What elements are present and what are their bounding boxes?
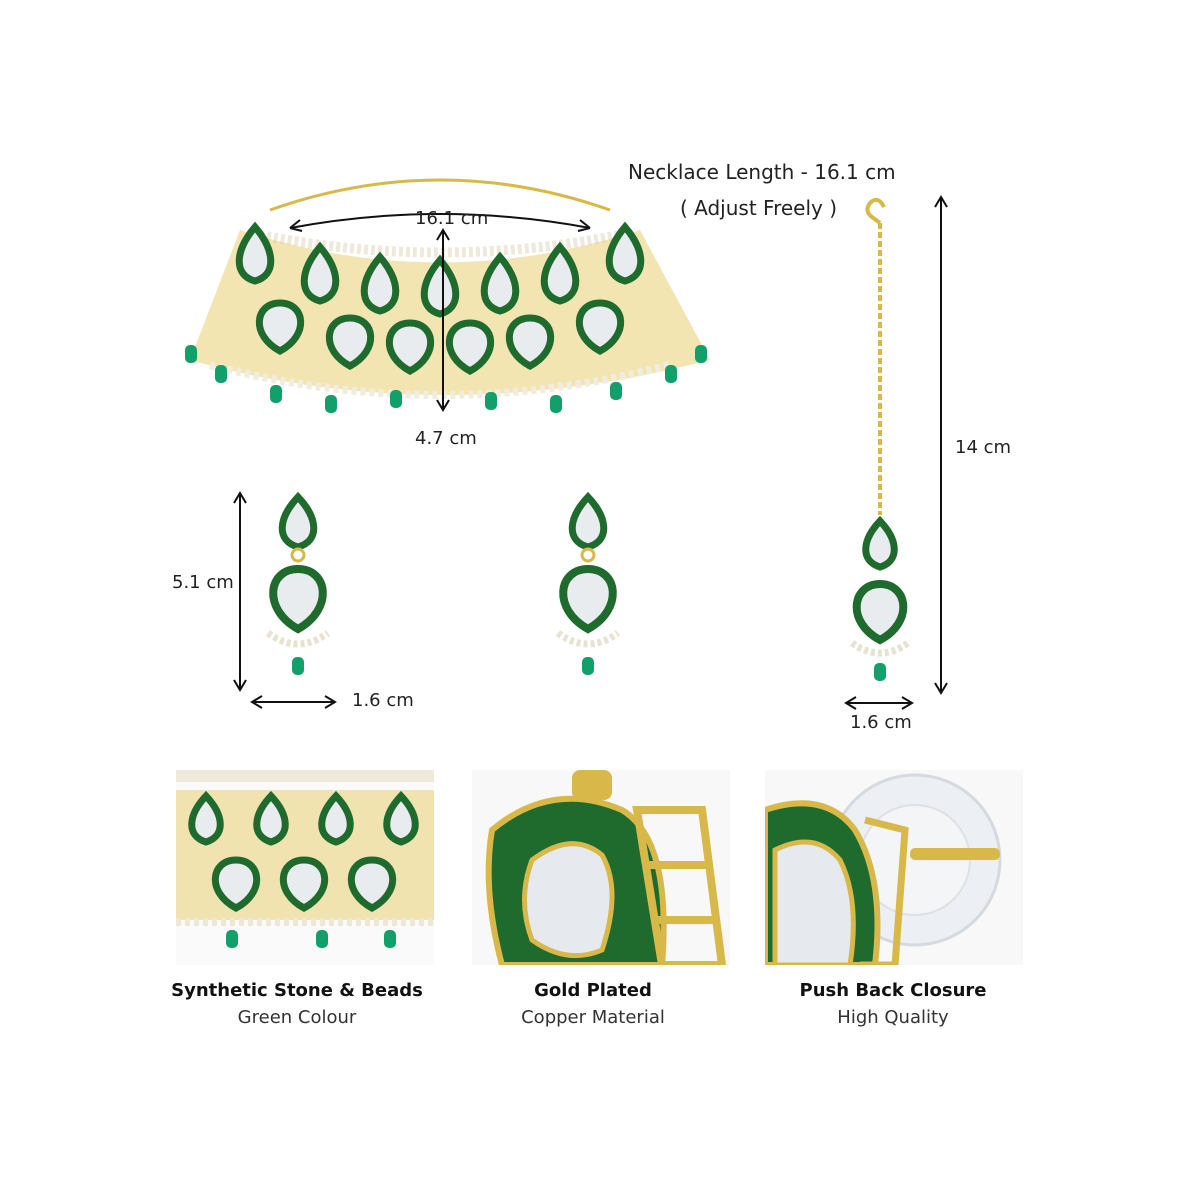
tikka-height-label: 14 cm bbox=[955, 437, 1012, 458]
feature-title: Synthetic Stone & Beads bbox=[171, 980, 423, 1001]
necklace-length-title: Necklace Length - 16.1 cm bbox=[628, 160, 896, 184]
closure-closeup-image bbox=[765, 770, 1023, 965]
necklace-height-label: 4.7 cm bbox=[415, 428, 477, 449]
adjust-note: ( Adjust Freely ) bbox=[680, 196, 838, 220]
earring-image-right bbox=[555, 491, 621, 675]
tikka-width-label: 1.6 cm bbox=[850, 712, 912, 733]
feature-caption-stones: Synthetic Stone & Beads Green Colour bbox=[167, 980, 427, 1028]
feature-title: Gold Plated bbox=[534, 980, 652, 1001]
feature-subtitle: Copper Material bbox=[521, 1007, 665, 1028]
earring-height-label: 5.1 cm bbox=[172, 572, 234, 593]
feature-title: Push Back Closure bbox=[799, 980, 987, 1001]
gold-closeup-image bbox=[472, 770, 730, 965]
feature-caption-closure: Push Back Closure High Quality bbox=[763, 980, 1023, 1028]
feature-subtitle: Green Colour bbox=[237, 1007, 357, 1028]
feature-caption-gold: Gold Plated Copper Material bbox=[463, 980, 723, 1028]
choker-necklace-image bbox=[185, 178, 710, 413]
stones-closeup-image bbox=[176, 770, 434, 965]
feature-subtitle: High Quality bbox=[837, 1007, 949, 1028]
feature-panel-stones bbox=[176, 770, 434, 965]
necklace-width-label: 16.1 cm bbox=[415, 208, 489, 229]
earring-image-left bbox=[233, 491, 337, 709]
earring-width-label: 1.6 cm bbox=[352, 690, 414, 711]
maang-tikka-image bbox=[844, 195, 948, 710]
feature-panel-closure bbox=[765, 770, 1023, 965]
feature-panel-gold bbox=[472, 770, 730, 965]
